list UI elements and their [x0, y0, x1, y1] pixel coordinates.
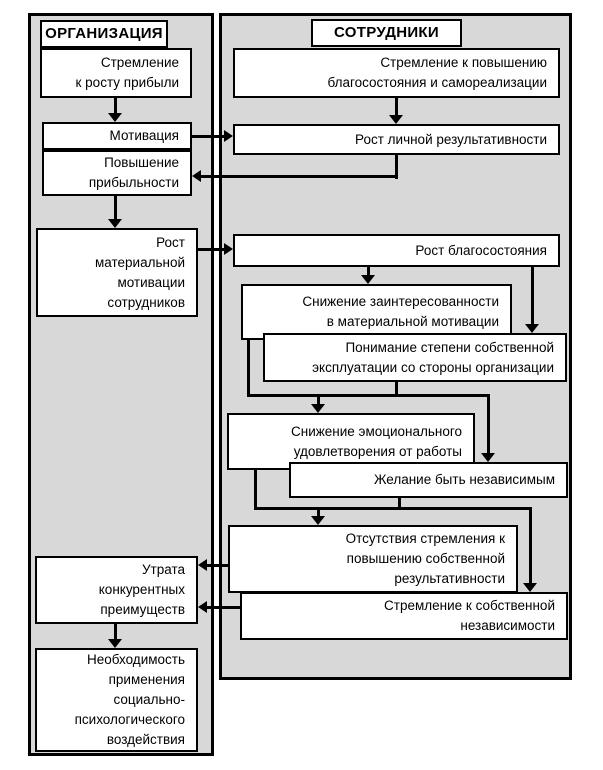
connector-emotionaldecline-bus2 — [254, 470, 257, 510]
node-no-results-drive: Отсутствия стремления к повышению собств… — [228, 525, 518, 593]
node-exploitation-awareness: Понимание степени собственной эксплуатац… — [263, 333, 567, 382]
connector-wellbeinggrowth-interestdecline — [367, 266, 370, 276]
arrowhead-wellbeinggoal-personalresults — [389, 115, 403, 124]
connector-exploitation-bus1 — [395, 382, 398, 397]
connector-ownindependence-competitiveloss — [206, 606, 241, 609]
arrowhead-wellbeinggrowth-interestdecline — [361, 275, 375, 284]
arrowhead-noresultsdrive-competitiveloss — [198, 559, 207, 571]
connector-motivation-personalresults — [192, 135, 225, 138]
employees-title: СОТРУДНИКИ — [334, 24, 439, 41]
arrowhead-profitgoal-motivation — [108, 113, 122, 122]
arrowhead-personalresults-profitability — [192, 170, 201, 182]
node-wellbeing-goal: Стремление к повышению благосостояния и … — [233, 48, 560, 98]
connector-competitiveloss-socialpsych — [114, 624, 117, 640]
arrowhead-motivation-personalresults — [224, 130, 233, 142]
arrowhead-profitability-materialmotivation — [108, 219, 122, 228]
connector-noresultsdrive-competitiveloss — [206, 564, 229, 567]
connector-bus2-ownindependence — [529, 507, 532, 584]
employees-header: СОТРУДНИКИ — [311, 19, 462, 47]
node-interest-decline: Снижение заинтересованности в материальн… — [241, 284, 512, 340]
node-social-psych-need: Необходимость применения социально- псих… — [35, 648, 198, 752]
connector-materialmotivation-wellbeinggrowth — [198, 248, 225, 251]
connector-bus1-independencewish — [487, 394, 490, 454]
node-competitive-loss: Утрата конкурентных преимуществ — [35, 556, 198, 624]
connector-profitability-materialmotivation — [114, 196, 117, 220]
connector-wellbeinggoal-personalresults — [395, 98, 398, 116]
node-motivation: Мотивация — [42, 122, 192, 150]
node-material-motivation: Рост материальной мотивации сотрудников — [36, 228, 198, 317]
arrowhead-bus1-emotionaldecline — [311, 404, 325, 413]
connector-profitgoal-motivation — [114, 98, 117, 114]
node-wellbeing-growth: Рост благосостояния — [233, 234, 560, 267]
organization-title: ОРГАНИЗАЦИЯ — [45, 25, 163, 42]
connector-wellbeinggrowth-exploitation — [531, 266, 534, 325]
arrowhead-bus2-noresultsdrive — [311, 516, 325, 525]
arrowhead-wellbeinggrowth-exploitation — [525, 324, 539, 333]
arrowhead-bus2-ownindependence — [523, 583, 537, 592]
arrowhead-bus1-independencewish — [481, 453, 495, 462]
connector-bus1-emotionaldecline — [317, 394, 320, 405]
organization-header: ОРГАНИЗАЦИЯ — [40, 20, 168, 48]
connector-personalresults-profitability — [200, 175, 398, 178]
connector-bus2 — [254, 507, 532, 510]
node-personal-results: Рост личной результативности — [233, 124, 560, 155]
node-independence-wish: Желание быть независимым — [289, 462, 568, 498]
node-own-independence: Стремление к собственной независимости — [240, 592, 568, 640]
connector-bus1 — [247, 394, 490, 397]
arrowhead-competitiveloss-socialpsych — [108, 639, 122, 648]
connector-independencewish-bus2 — [398, 498, 401, 510]
node-profitability: Повышение прибыльности — [42, 150, 192, 196]
connector-bus2-noresultsdrive — [317, 507, 320, 517]
arrowhead-materialmotivation-wellbeinggrowth — [224, 243, 233, 255]
connector-interestdecline-bus1 — [247, 338, 250, 397]
arrowhead-ownindependence-competitiveloss — [198, 601, 207, 613]
connector-personalresults-elbow — [395, 155, 398, 179]
node-profit-goal: Стремление к росту прибыли — [40, 48, 192, 98]
node-emotional-decline: Снижение эмоционального удовлетворения о… — [227, 413, 475, 470]
